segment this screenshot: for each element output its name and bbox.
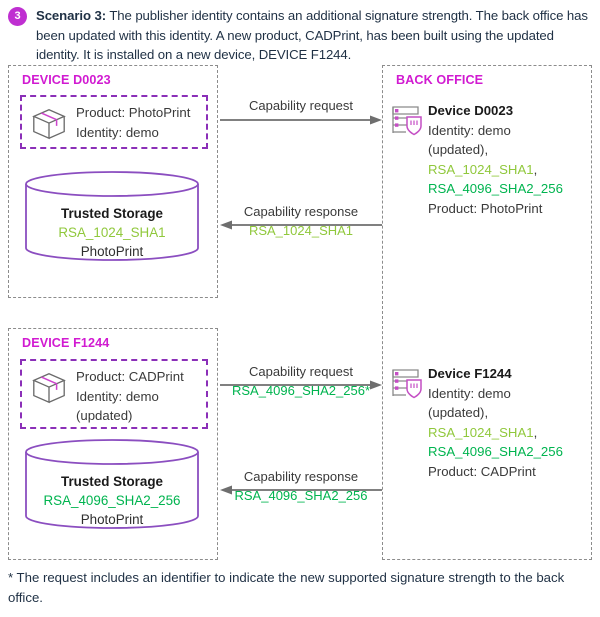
signature-key-1: RSA_1024_SHA1 bbox=[428, 424, 534, 440]
signature-key-2: RSA_4096_SHA2_256 bbox=[428, 444, 563, 460]
product-box-photoprint: Product: PhotoPrint Identity: demo bbox=[20, 95, 208, 149]
section-title-back-office: BACK OFFICE bbox=[396, 73, 484, 87]
product-details-f1244: Product: CADPrint Identity: demo (update… bbox=[76, 367, 184, 426]
storage-key: RSA_4096_SHA2_256 bbox=[43, 493, 181, 508]
device-record-shield-icon bbox=[392, 369, 422, 399]
device-name: Device D0023 bbox=[428, 103, 514, 118]
back-office-details-f1244: Device F1244 Identity: demo (updated), R… bbox=[428, 364, 593, 482]
arrow-label-capability-request-1: Capability request bbox=[248, 98, 354, 113]
footnote: * The request includes an identifier to … bbox=[8, 570, 565, 605]
scenario-label: Scenario 3: bbox=[36, 8, 106, 23]
section-title-device-f1244: DEVICE F1244 bbox=[22, 336, 110, 350]
product-line-1: Product: PhotoPrint bbox=[76, 105, 191, 120]
product-line: Product: CADPrint bbox=[428, 463, 536, 479]
product-line-2: Identity: demo bbox=[76, 124, 159, 140]
package-box-icon bbox=[32, 373, 66, 404]
trusted-storage-text-f1244: Trusted Storage RSA_4096_SHA2_256 PhotoP… bbox=[24, 472, 200, 529]
product-line-1: Product: CADPrint bbox=[76, 369, 184, 384]
device-record-shield-icon bbox=[392, 106, 422, 136]
trusted-storage-text-d0023: Trusted Storage RSA_1024_SHA1 PhotoPrint bbox=[24, 204, 200, 261]
arrow-label-capability-request-2: Capability request bbox=[248, 364, 354, 379]
arrow-capability-request-1 bbox=[220, 115, 382, 125]
identity-line-1: Identity: demo bbox=[428, 385, 511, 401]
product-line-2: Identity: demo bbox=[76, 388, 159, 404]
device-name: Device F1244 bbox=[428, 366, 512, 381]
arrow-sublabel-capability-response-2: RSA_4096_SHA2_256 bbox=[234, 488, 368, 503]
signature-key-2: RSA_4096_SHA2_256 bbox=[428, 181, 563, 197]
scenario-body: The publisher identity contains an addit… bbox=[36, 8, 588, 62]
arrow-label-capability-response-1: Capability response bbox=[243, 204, 359, 219]
product-details-d0023: Product: PhotoPrint Identity: demo bbox=[76, 103, 190, 142]
cylinder-shape bbox=[25, 171, 199, 261]
scenario-number-badge: 3 bbox=[8, 7, 27, 26]
trusted-storage-f1244: Trusted Storage RSA_4096_SHA2_256 PhotoP… bbox=[24, 438, 200, 530]
arrow-capability-response-1 bbox=[220, 220, 382, 230]
section-device-d0023 bbox=[8, 65, 218, 298]
identity-line-2: (updated), bbox=[428, 405, 489, 421]
section-back-office bbox=[382, 65, 592, 560]
storage-title: Trusted Storage bbox=[61, 474, 163, 489]
storage-product: PhotoPrint bbox=[80, 244, 144, 259]
back-office-details-d0023: Device D0023 Identity: demo (updated), R… bbox=[428, 101, 593, 219]
scenario-header: 3 Scenario 3: The publisher identity con… bbox=[0, 0, 600, 65]
arrow-sublabel-capability-response-1: RSA_1024_SHA1 bbox=[248, 223, 354, 238]
storage-title: Trusted Storage bbox=[61, 206, 163, 221]
signature-key-1: RSA_1024_SHA1 bbox=[428, 161, 534, 177]
scenario-description: Scenario 3: The publisher identity conta… bbox=[36, 6, 590, 65]
trusted-storage-d0023: Trusted Storage RSA_1024_SHA1 PhotoPrint bbox=[24, 170, 200, 262]
section-device-f1244 bbox=[8, 328, 218, 560]
identity-line-1: Identity: demo bbox=[428, 122, 511, 138]
storage-key: RSA_1024_SHA1 bbox=[58, 225, 166, 240]
storage-product: PhotoPrint bbox=[80, 512, 144, 527]
product-line-3: (updated) bbox=[76, 408, 133, 423]
arrow-capability-request-2 bbox=[220, 380, 382, 390]
arrow-label-capability-response-2: Capability response bbox=[243, 469, 359, 484]
cylinder-shape bbox=[25, 439, 199, 529]
key-separator: , bbox=[533, 161, 538, 177]
arrow-capability-response-2 bbox=[220, 485, 382, 495]
package-box-icon bbox=[32, 109, 66, 140]
section-title-device-d0023: DEVICE D0023 bbox=[22, 73, 111, 87]
product-box-cadprint: Product: CADPrint Identity: demo (update… bbox=[20, 359, 208, 429]
identity-line-2: (updated), bbox=[428, 142, 489, 158]
arrow-sublabel-capability-request-2: RSA_4096_SHA2_256* bbox=[231, 383, 371, 398]
key-separator: , bbox=[533, 424, 538, 440]
product-line: Product: PhotoPrint bbox=[428, 200, 543, 216]
